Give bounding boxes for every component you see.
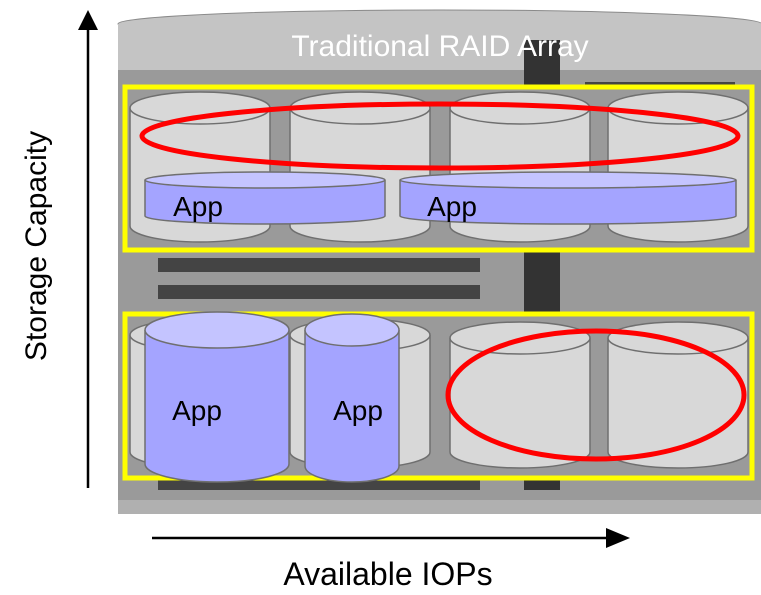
app-volume: App	[144, 311, 290, 483]
x-axis-arrow	[152, 528, 630, 548]
cabinet-slot	[158, 285, 480, 299]
diagram-title: Traditional RAID Array	[291, 30, 588, 63]
app-label: App	[333, 395, 383, 426]
x-axis-label: Available IOPs	[283, 556, 492, 592]
app-label: App	[172, 395, 222, 426]
capacity-highlight-ellipse	[139, 101, 741, 171]
app-volume: App	[304, 313, 400, 483]
upper-disk-shelf: App App	[122, 84, 755, 253]
y-axis-arrow	[78, 10, 98, 488]
y-axis-label: Storage Capacity	[20, 131, 53, 361]
app-volume: App	[399, 171, 737, 225]
cabinet-slot	[158, 258, 480, 272]
app-label: App	[427, 191, 477, 222]
app-label: App	[173, 191, 223, 222]
app-volume: App	[144, 171, 386, 225]
lower-disk-shelf: App App	[122, 311, 755, 483]
disk	[449, 321, 591, 469]
iops-highlight-ellipse	[445, 328, 747, 462]
